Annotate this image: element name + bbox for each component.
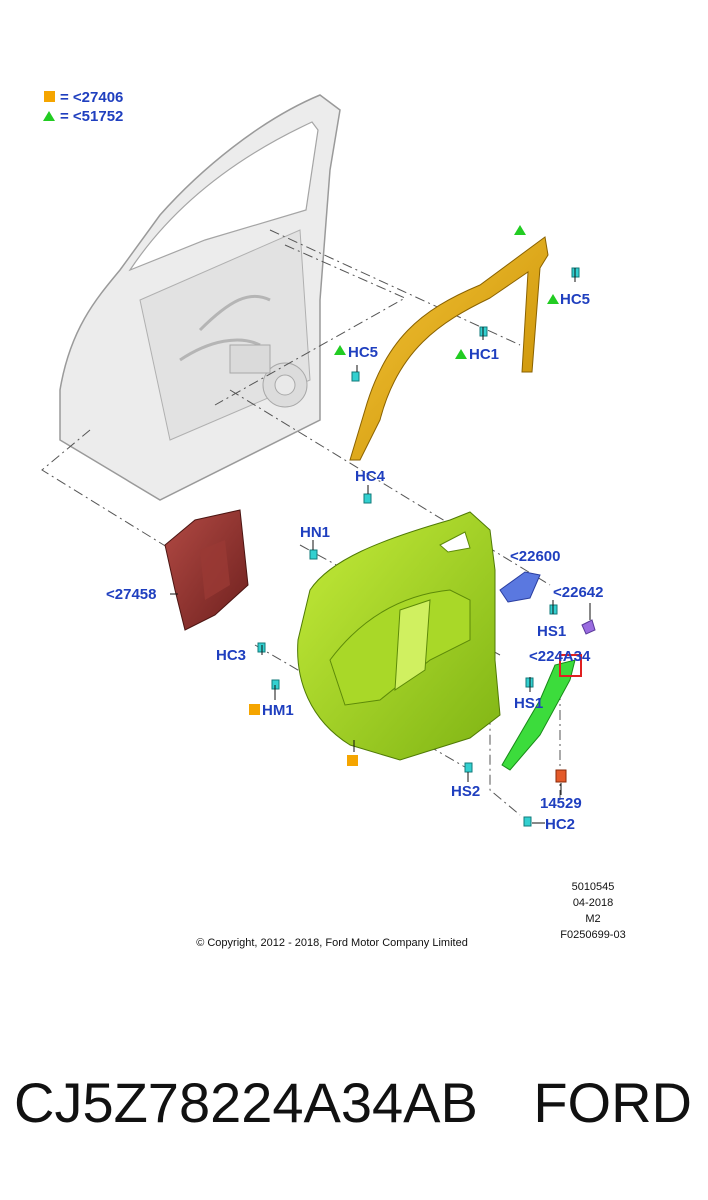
callout-hn1: HN1	[300, 524, 330, 541]
callouts: HC5 HC5 HC1 HC4 HN1 <22600 <22642 <27458…	[106, 291, 603, 833]
legend-item-2: = <51752	[60, 108, 123, 125]
triangle-marker-icon	[455, 349, 467, 359]
door-trim-panel	[297, 511, 501, 761]
footer	[0, 1000, 708, 1200]
brand-name: FORD	[533, 1071, 692, 1134]
callout-hc2: HC2	[545, 816, 575, 833]
callout-224a34: <224A34	[529, 648, 591, 665]
square-marker-icon	[347, 755, 358, 766]
triangle-marker-icon	[334, 345, 346, 355]
insulator-pad	[164, 509, 249, 631]
cap-part	[581, 619, 596, 635]
drawing-meta: 5010545 04-2018 M2 F0250699-03	[560, 881, 625, 941]
copyright-text: © Copyright, 2012 - 2018, Ford Motor Com…	[196, 937, 468, 949]
callout-22642: <22642	[553, 584, 603, 601]
parts-diagram: = <27406 = <51752	[41, 89, 626, 949]
callout-hc1: HC1	[469, 346, 499, 363]
callout-hc5-top: HC5	[560, 291, 590, 308]
callout-hc4: HC4	[355, 468, 386, 485]
meta-date: 04-2018	[573, 897, 613, 909]
clip-icon	[309, 549, 318, 560]
door-inner-panel	[59, 94, 341, 501]
triangle-marker-icon	[547, 294, 559, 304]
meta-code3: F0250699-03	[560, 929, 625, 941]
callout-hs1-bot: HS1	[514, 695, 543, 712]
clip-icon	[351, 371, 360, 382]
callout-27458: <27458	[106, 586, 156, 603]
part-number: CJ5Z78224A34AB	[14, 1071, 478, 1134]
highlight-box	[559, 654, 582, 677]
clip-icon	[523, 816, 532, 827]
legend-item-1: = <27406	[60, 89, 123, 106]
legend: = <27406 = <51752	[43, 89, 123, 125]
callout-hc5-mid: HC5	[348, 344, 378, 361]
callout-22600: <22600	[510, 548, 560, 565]
grille-part	[499, 571, 541, 603]
callout-hc3: HC3	[216, 647, 246, 664]
clip-icon	[363, 493, 372, 504]
meta-code1: 5010545	[572, 881, 615, 893]
leader-stems	[170, 268, 591, 824]
clip-icon	[464, 762, 473, 773]
window-frame	[349, 236, 549, 461]
bracket-part	[555, 769, 567, 783]
square-marker-icon	[249, 704, 260, 715]
meta-code2: M2	[585, 913, 600, 925]
callout-hs1-top: HS1	[537, 623, 566, 640]
triangle-marker-icon	[514, 225, 526, 235]
pull-handle	[501, 654, 582, 771]
legend-square-icon	[44, 91, 55, 102]
callout-14529: 14529	[540, 795, 582, 812]
callout-hm1: HM1	[262, 702, 294, 719]
callout-hs2: HS2	[451, 783, 480, 800]
legend-triangle-icon	[43, 111, 55, 121]
